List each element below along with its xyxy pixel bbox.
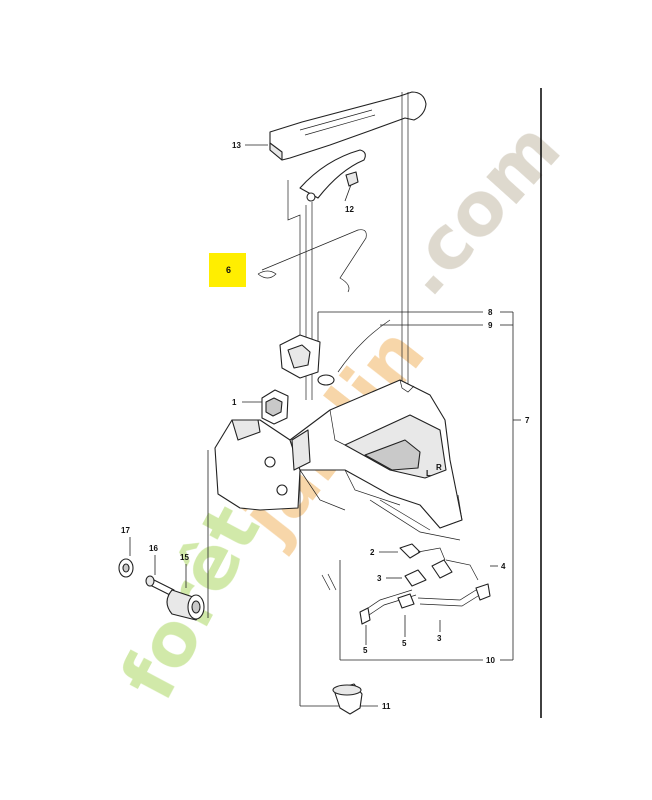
callout-11: 11	[382, 702, 391, 711]
callout-10: 10	[486, 656, 495, 665]
svg-text:L: L	[426, 469, 431, 478]
housing-body: L R	[214, 379, 463, 529]
callout-4: 4	[501, 562, 506, 571]
latch-block	[279, 334, 321, 379]
part-11-foot	[332, 683, 363, 715]
callout-8: 8	[488, 308, 493, 317]
part-6-wire	[257, 229, 367, 293]
callout-16: 16	[149, 544, 158, 553]
callout-3b: 3	[437, 634, 442, 643]
callout-5b: 5	[402, 639, 407, 648]
callout-12: 12	[345, 205, 354, 214]
hose-assembly	[321, 499, 491, 625]
part-15-damper	[166, 589, 205, 621]
callout-15: 15	[180, 553, 189, 562]
callout-6: 6	[226, 265, 231, 275]
callout-7: 7	[525, 416, 530, 425]
part-12-trigger	[299, 149, 366, 202]
callout-1: 1	[232, 398, 237, 407]
callout-9: 9	[488, 321, 493, 330]
part-13-handle-cover	[269, 91, 427, 161]
callout-5a: 5	[363, 646, 368, 655]
callout-17: 17	[121, 526, 130, 535]
part-17-washer	[118, 558, 134, 578]
callout-13: 13	[232, 141, 241, 150]
watermark-part-3: .com	[379, 106, 577, 312]
callout-labels: 13 12 6 8 9 1 7 17 16 15 2 4 3 3 5 5 10 …	[121, 141, 530, 711]
callout-2: 2	[370, 548, 375, 557]
callout-3a: 3	[377, 574, 382, 583]
part-16-bolt	[145, 575, 175, 597]
svg-text:R: R	[436, 463, 442, 472]
callout-6-highlight	[209, 253, 246, 287]
part-9-cable	[317, 319, 391, 386]
part-1-connector	[261, 389, 289, 425]
